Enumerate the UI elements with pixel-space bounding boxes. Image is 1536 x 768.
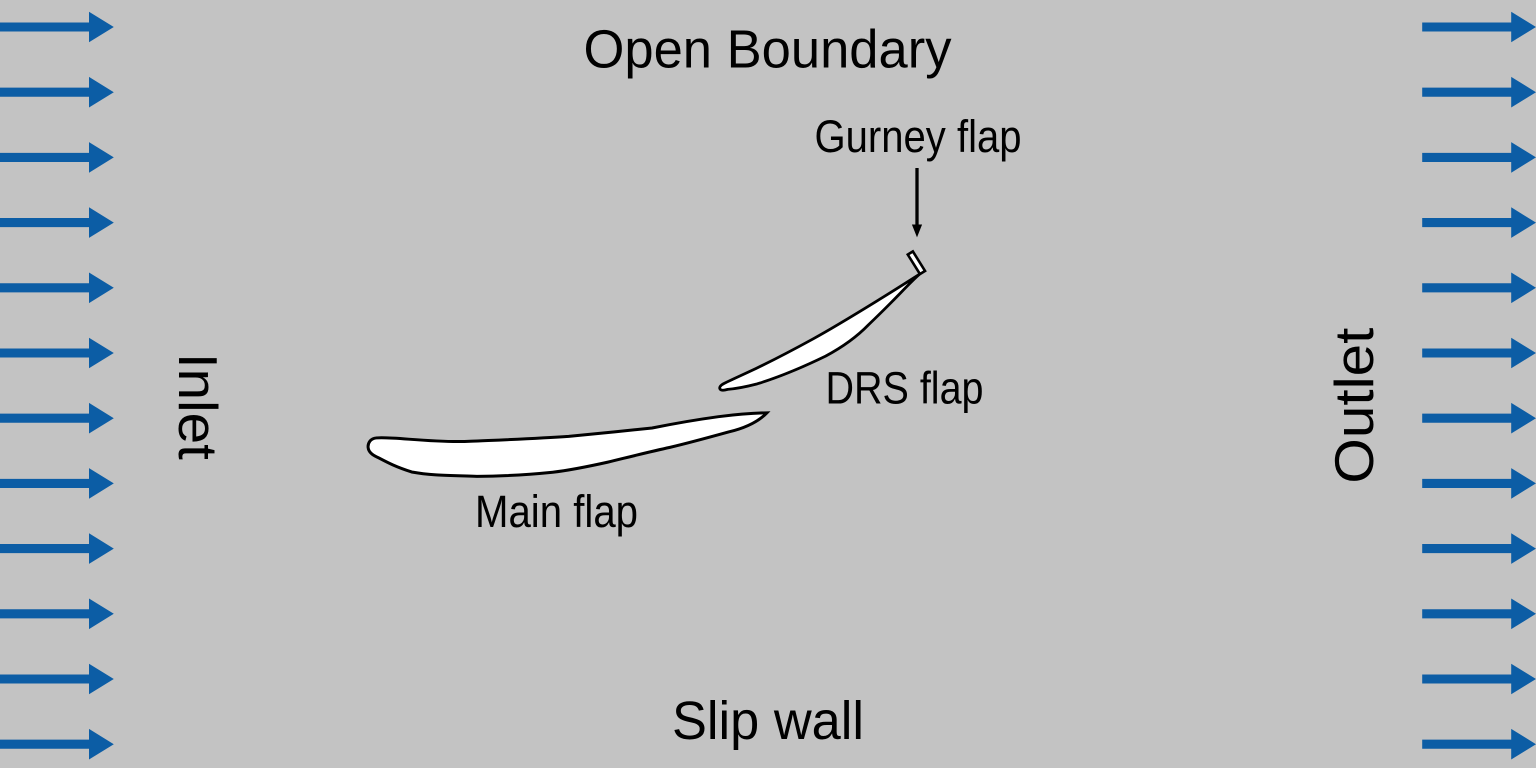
svg-text:Inlet: Inlet — [167, 353, 229, 460]
svg-text:Outlet: Outlet — [1323, 328, 1385, 484]
svg-text:Slip wall: Slip wall — [672, 691, 864, 751]
svg-text:Open Boundary: Open Boundary — [584, 19, 952, 79]
svg-text:Gurney flap: Gurney flap — [815, 111, 1022, 162]
svg-text:DRS flap: DRS flap — [826, 363, 984, 414]
svg-text:Main flap: Main flap — [475, 486, 638, 537]
